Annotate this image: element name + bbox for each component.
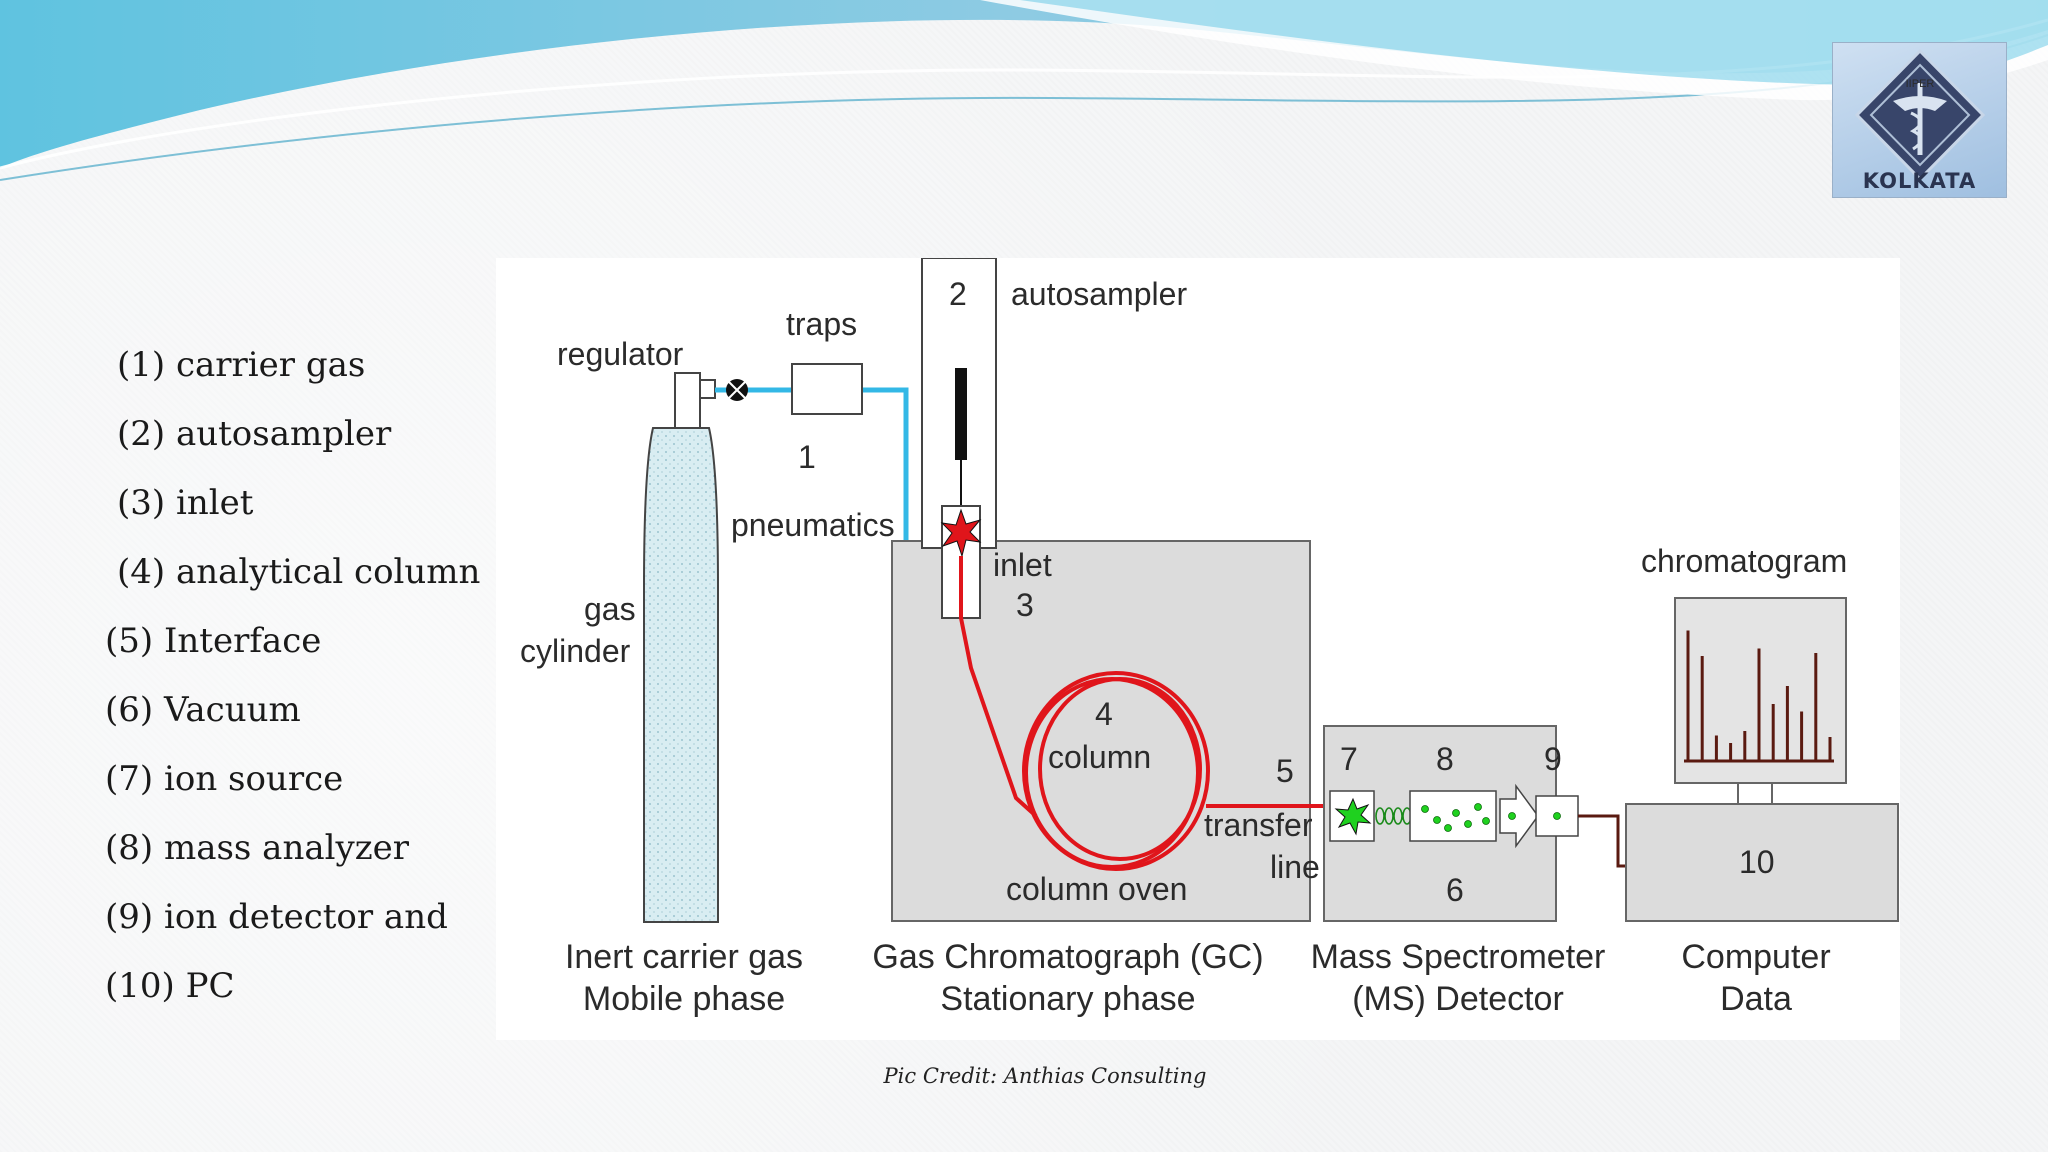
institute-logo: IIPER KOLKATA [1832,42,2007,198]
legend-item-mass-analyzer: (8) mass analyzer [105,828,409,868]
label-num-1: 1 [798,439,816,475]
label-cylinder: cylinder [520,633,631,669]
mass-analyzer-ions [1421,803,1490,832]
traps-box [791,363,863,415]
ion-source-burst-icon [1334,797,1372,836]
label-num-4: 4 [1095,696,1113,732]
label-chromatogram: chromatogram [1641,543,1847,579]
label-pneumatics: pneumatics [731,507,895,543]
gcms-diagram: regulator traps 1 pneumatics gas cylinde… [496,258,1900,1040]
label-line: line [1270,849,1320,885]
legend-item-autosampler: (2) autosampler [117,414,392,454]
regulator-valve-icon [726,379,748,401]
gcms-diagram-svg: regulator traps 1 pneumatics gas cylinde… [520,258,1899,1018]
label-regulator: regulator [557,336,684,372]
chromatogram-peaks [1684,630,1834,763]
analytical-column [959,556,1326,871]
legend-item-carrier-gas: (1) carrier gas [117,345,366,385]
label-autosampler: autosampler [1011,276,1187,312]
caption-mobile-phase: Mobile phase [583,980,785,1018]
label-gas: gas [584,591,636,627]
label-num-6: 6 [1446,872,1464,908]
picture-credit: Pic Credit: Anthias Consulting [883,1064,1207,1088]
legend-item-ion-source: (7) ion source [105,759,344,799]
legend-item-analytical-column: (4) analytical column [117,552,481,592]
caption-inert-carrier-gas: Inert carrier gas [565,938,803,976]
legend-item-vacuum: (6) Vacuum [105,690,301,730]
legend-item-inlet: (3) inlet [117,483,254,523]
label-num-7: 7 [1340,741,1358,777]
label-transfer: transfer [1204,807,1313,843]
header-wave [0,0,2048,181]
label-column-oven: column oven [1006,871,1187,907]
ion-beam-arrow-icon [1499,783,1539,849]
computer-box [1625,803,1899,922]
regulator-body [674,372,701,429]
label-num-9: 9 [1544,741,1562,777]
caption-gas-chromatograph: Gas Chromatograph (GC) [872,938,1263,976]
logo-arc-text: IIPER [1906,78,1935,90]
label-num-5: 5 [1276,753,1294,789]
mass-analyzer-box [1409,790,1497,842]
label-inlet: inlet [993,547,1052,583]
label-traps: traps [786,306,857,342]
label-num-8: 8 [1436,741,1454,777]
caption-ms-detector: (MS) Detector [1352,980,1564,1018]
logo-caption: KOLKATA [1862,169,1977,193]
caption-computer: Computer [1681,938,1830,976]
syringe-icon [955,368,967,460]
caption-data: Data [1720,980,1792,1018]
ion-lenses [1375,807,1412,825]
monitor-stand [1737,782,1773,805]
label-num-10: 10 [1739,844,1775,880]
label-column: column [1048,739,1151,775]
label-num-3: 3 [1016,587,1034,623]
caption-mass-spectrometer: Mass Spectrometer [1311,938,1606,976]
legend-item-interface: (5) Interface [105,621,322,661]
caption-stationary-phase: Stationary phase [940,980,1195,1018]
legend-item-pc: (10) PC [105,966,235,1006]
label-num-2: 2 [949,276,967,312]
gas-cylinder [643,372,719,923]
legend-item-ion-detector: (9) ion detector and [105,897,448,937]
